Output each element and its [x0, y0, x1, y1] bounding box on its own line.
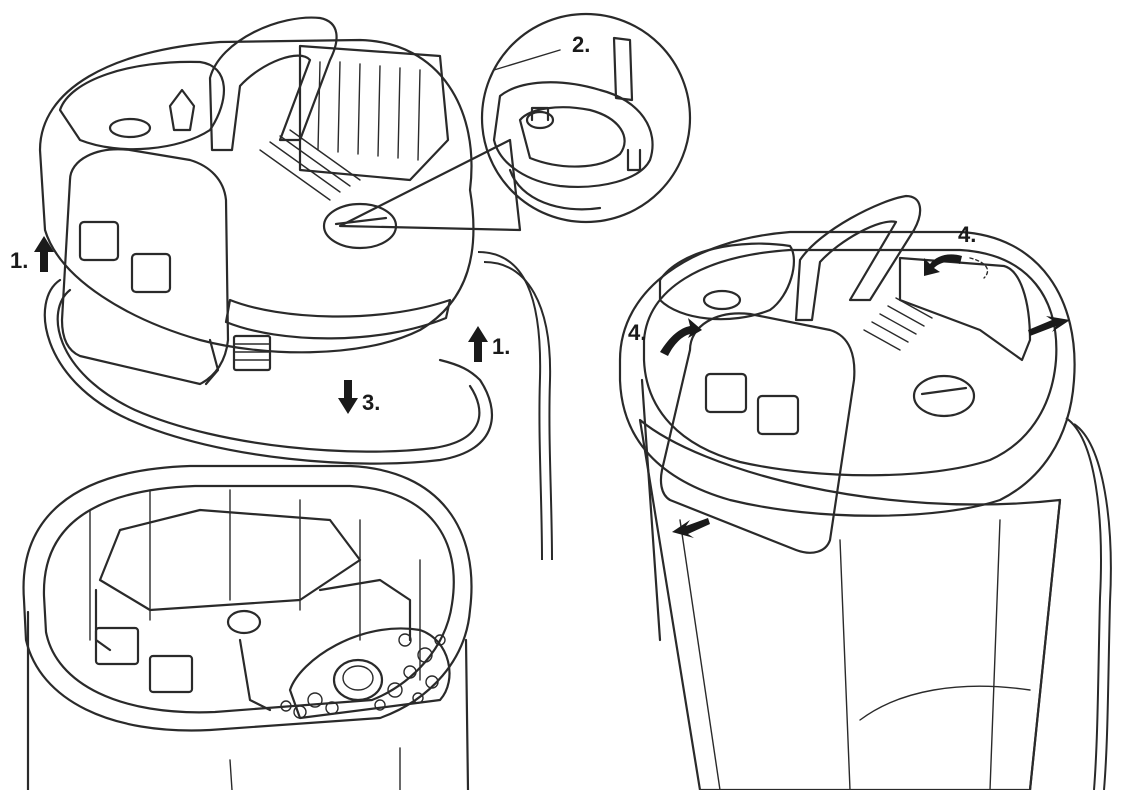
step-label-4-left: 4.	[628, 320, 647, 345]
pump-head-left	[38, 16, 475, 386]
detail-callout	[338, 12, 692, 232]
step-label-3: 3.	[362, 390, 381, 415]
filter-media-pile	[280, 627, 451, 720]
step-label-2: 2.	[572, 32, 591, 57]
push-arrow-icon	[1028, 316, 1070, 336]
arrow-up-icon	[34, 236, 54, 272]
closed-canister	[618, 194, 1076, 792]
curved-arrow-icon	[660, 318, 702, 356]
sealing-ring	[43, 278, 493, 465]
step-label-4-top: 4.	[958, 222, 977, 247]
step-label-1-left: 1.	[10, 248, 29, 273]
step-label-1-right: 1.	[492, 334, 511, 359]
power-cord-right	[1065, 417, 1112, 791]
curved-arrow-icon	[924, 254, 962, 276]
arrow-up-icon	[468, 326, 488, 362]
power-cord-left	[477, 251, 553, 561]
step-arrows	[34, 236, 1070, 538]
open-canister	[22, 464, 473, 792]
push-arrow-icon	[672, 518, 710, 538]
arrow-down-icon	[338, 380, 358, 414]
